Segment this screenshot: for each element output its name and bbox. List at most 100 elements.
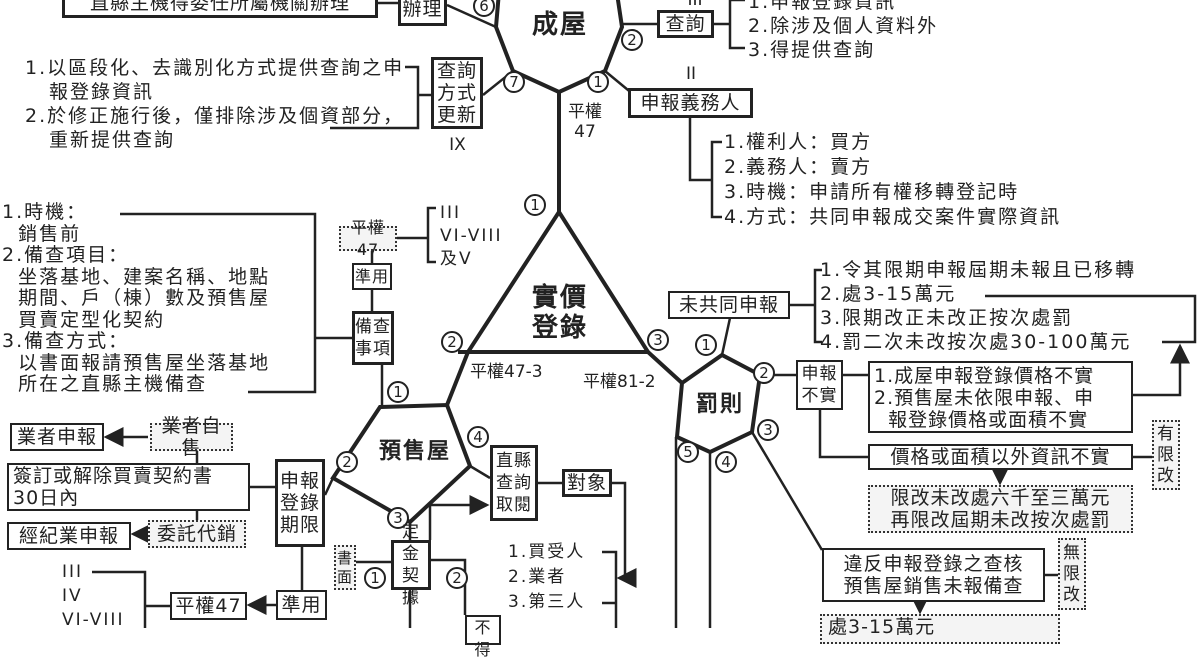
- svg-text:1: 1: [530, 196, 540, 214]
- circled-number-3: 3: [387, 507, 409, 529]
- svg-text:6: 6: [479, 0, 489, 15]
- actual-price-registration-node: 實價 登錄: [531, 283, 588, 343]
- left-edge-article: 平權47-3: [470, 362, 543, 382]
- false-report-box: 申報 不實: [796, 360, 843, 410]
- list-item: 1.買受人: [508, 542, 586, 562]
- not-joint-report-list: 1.令其限期申報屆期未報且已移轉 2.處3-15萬元 3.限期改正未改正按次處罰…: [820, 258, 1136, 354]
- svg-text:2: 2: [627, 31, 637, 49]
- handle-box: 辦理: [398, 0, 447, 26]
- delegate-box: 直縣主機得委任所屬機關辦理: [62, 0, 378, 18]
- query-list: 1.申報登錄資訊 2.除涉及個人資料外 3.得提供查詢: [748, 0, 938, 62]
- list-item: 3.時機：申請所有權移轉登記時: [724, 181, 1020, 203]
- list-item: 2.處3-15萬元: [820, 283, 957, 305]
- list-item: 1.令其限期申報屆期未報且已移轉: [820, 259, 1137, 281]
- false-report-list: 1.成屋申報登錄價格不實 2.預售屋未依限申報、申 報登錄價格或面積不實: [868, 361, 1133, 433]
- consigned-sale-box: 委託代銷: [148, 520, 246, 548]
- list-item: 1.成屋申報登錄價格不實: [874, 365, 1095, 387]
- circled-number-2: 2: [753, 362, 775, 384]
- list-item: 銷售前: [2, 222, 82, 245]
- circled-number-2: 2: [446, 567, 468, 589]
- presale-house-node: 預售屋: [378, 439, 451, 464]
- list-item: III: [440, 203, 462, 223]
- developer-self-sale-box: 業者自售: [150, 415, 233, 459]
- correctable-result-box: 限改未改處六千至三萬元 再限改屆期未改按次處罰: [868, 485, 1133, 533]
- circled-number-4: 4: [467, 426, 489, 448]
- obligor-list: 1.權利人：買方 2.義務人：賣方 3.時機：申請所有權移轉登記時 4.方式：共…: [724, 130, 1061, 230]
- list-item: 1.以區段化、去識別化方式提供查詢之申報登錄資訊: [25, 57, 405, 103]
- completed-article-label: 平權 47: [568, 102, 602, 142]
- broker-report-box: 經紀業申報: [7, 522, 131, 550]
- list-item: 3.備查方式：: [2, 330, 130, 352]
- list-item: 4.罰二次未改按次處30-100萬元: [820, 331, 1132, 353]
- target-list: 1.買受人 2.業者 3.第三人: [508, 540, 585, 615]
- list-item: 1.時機：: [2, 201, 88, 223]
- list-item: 及V: [440, 249, 473, 269]
- svg-text:3: 3: [653, 331, 663, 349]
- list-item: VI-VIII: [440, 226, 503, 246]
- list-item: 期間、戶（棟）數及預售屋: [2, 287, 271, 309]
- circled-number-2: 2: [621, 29, 643, 51]
- svg-text:3: 3: [393, 509, 403, 527]
- correctable-box: 有 限 改: [1152, 420, 1180, 490]
- list-item: III: [62, 562, 84, 582]
- svg-text:4: 4: [721, 453, 731, 471]
- query-roman: III: [687, 0, 703, 10]
- query-update-list: 1.以區段化、去識別化方式提供查詢之申報登錄資訊 2.於修正施行後，僅排除涉及個…: [25, 56, 410, 152]
- contract-deadline-box: 簽訂或解除買賣契約書 30日內: [7, 463, 250, 511]
- not-joint-report-box: 未共同申報: [668, 291, 790, 319]
- svg-text:1: 1: [370, 569, 380, 587]
- filing-apply-box: 準用: [352, 263, 392, 290]
- svg-text:2: 2: [452, 569, 462, 587]
- target-box: 對象: [562, 469, 612, 497]
- list-item: VI-VIII: [62, 610, 125, 630]
- list-item: 3.限期改正未改正按次處罰: [820, 307, 1074, 329]
- list-item: 2.除涉及個人資料外: [748, 15, 939, 37]
- svg-text:2: 2: [759, 364, 769, 382]
- svg-text:1: 1: [393, 383, 403, 401]
- list-item: 2.業者: [508, 567, 567, 587]
- svg-text:5: 5: [683, 443, 693, 461]
- list-item: 2.預售屋未依限申報、申: [874, 387, 1095, 409]
- list-item: 買賣定型化契約: [2, 308, 166, 331]
- filing-article-refs: III VI-VIII 及V: [440, 202, 502, 271]
- list-item: 2.於修正施行後，僅排除涉及個資部分，重新提供查詢: [25, 105, 405, 151]
- svg-text:1: 1: [701, 336, 711, 354]
- completed-house-hexagon: [493, 0, 625, 95]
- circled-number-3: 3: [647, 329, 669, 351]
- circled-number-1: 1: [387, 381, 409, 403]
- svg-text:4: 4: [473, 428, 483, 446]
- report-deadline-box: 申報 登錄 期限: [275, 459, 325, 547]
- circled-number-5: 5: [677, 441, 699, 463]
- obligor-box: 申報義務人: [628, 88, 753, 118]
- circled-number-1: 1: [587, 71, 609, 93]
- svg-text:7: 7: [509, 73, 519, 91]
- list-item: 2.義務人：賣方: [724, 156, 873, 178]
- list-item: 1.權利人：買方: [724, 131, 873, 153]
- presale-apply-box: 準用: [276, 590, 327, 620]
- list-item: 報登錄價格或面積不實: [874, 409, 1089, 431]
- svg-text:3: 3: [763, 421, 773, 439]
- list-item: 所在之直縣主機備查: [2, 373, 208, 395]
- right-edge-article: 平權81-2: [583, 372, 656, 392]
- county-query-box: 直縣 查詢 取閱: [490, 445, 538, 521]
- query-update-box: 查詢 方式 更新: [431, 57, 483, 129]
- query-box: 查詢: [657, 10, 714, 38]
- list-item: 以書面報請預售屋坐落基地: [2, 351, 271, 374]
- not-correctable-box: 無 限 改: [1058, 538, 1086, 610]
- developer-report-box: 業者申報: [10, 423, 104, 451]
- deposit-receipt-box: 定金 契據: [391, 522, 431, 608]
- connector-lines: 6 7 1 2 1 2 3 1 2 4 3 1 2 1 2 3 4 5: [92, 0, 1197, 628]
- circled-number-1: 1: [364, 567, 386, 589]
- circled-number-1: 1: [695, 334, 717, 356]
- circled-number-6: 6: [473, 0, 495, 17]
- violation-result-box: 處3-15萬元: [820, 614, 1060, 644]
- filing-article-box: 平權47: [339, 218, 397, 259]
- completed-house-node: 成屋: [531, 10, 588, 40]
- prohibited-box: 不得: [465, 615, 501, 659]
- circled-number-4: 4: [715, 451, 737, 473]
- presale-article-box: 平權47: [170, 592, 247, 620]
- circled-number-7: 7: [503, 71, 525, 93]
- svg-text:2: 2: [342, 453, 352, 471]
- other-info-false-box: 價格或面積以外資訊不實: [868, 444, 1133, 470]
- circled-number-2: 2: [336, 451, 358, 473]
